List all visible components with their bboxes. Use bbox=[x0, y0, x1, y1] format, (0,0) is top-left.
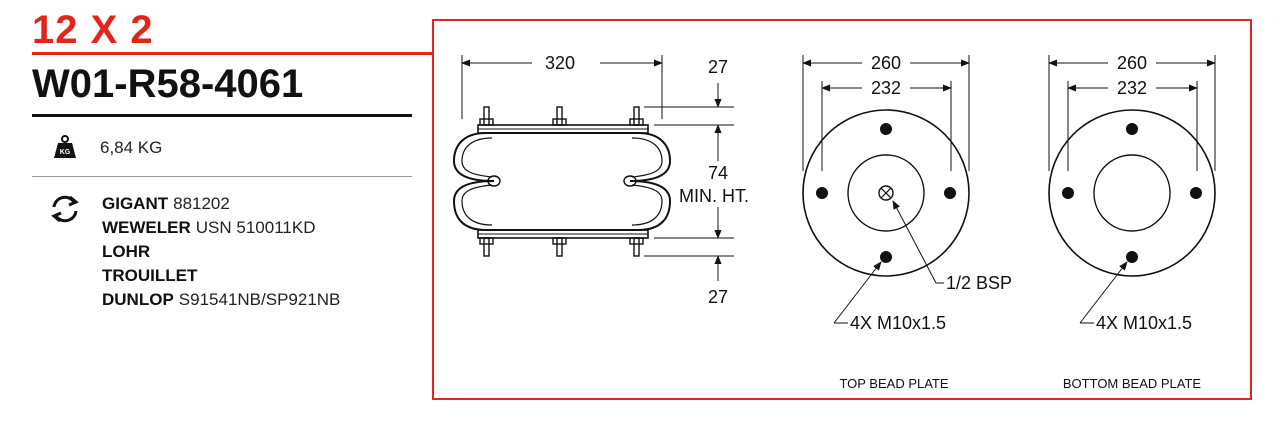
bottom-bolt-holes bbox=[1062, 123, 1202, 263]
kg-badge: KG bbox=[60, 149, 71, 156]
bottom-bolt-circle-label: 232 bbox=[1117, 78, 1147, 98]
top-plate-thickness-label: 27 bbox=[708, 57, 728, 77]
reference-brand: TROUILLET bbox=[102, 266, 198, 285]
height-label: 74 bbox=[708, 163, 728, 183]
reference-code: 881202 bbox=[173, 194, 230, 213]
reference-item: TROUILLET bbox=[102, 264, 422, 288]
top-bolt-spec-label: 4X M10x1.5 bbox=[850, 313, 946, 333]
section-gray-divider bbox=[32, 176, 412, 177]
reference-brand: GIGANT bbox=[102, 194, 169, 213]
top-bead-plate-caption: TOP BEAD PLATE bbox=[839, 376, 948, 391]
bottom-bead-plate-caption: BOTTOM BEAD PLATE bbox=[1063, 376, 1202, 391]
technical-drawing: 320 27 74 MIN. HT. 27 bbox=[452, 53, 1216, 391]
width-label: 320 bbox=[545, 53, 575, 73]
min-height-label: MIN. HT. bbox=[679, 186, 749, 206]
header-black-divider bbox=[32, 114, 412, 117]
reference-item: LOHR bbox=[102, 240, 422, 264]
bottom-bead-plate-view bbox=[1048, 55, 1216, 324]
reference-brand: WEWELER bbox=[102, 218, 191, 237]
bottom-plate-thickness-label: 27 bbox=[708, 287, 728, 307]
air-spring-side-view bbox=[452, 55, 672, 257]
header-red-divider bbox=[32, 52, 434, 55]
top-bolt-circle-label: 232 bbox=[871, 78, 901, 98]
reference-code: USN 510011KD bbox=[195, 218, 316, 237]
reference-brand: DUNLOP bbox=[102, 290, 174, 309]
height-dimensions bbox=[644, 83, 734, 281]
reference-brand: LOHR bbox=[102, 242, 151, 261]
top-bead-plate-view bbox=[802, 55, 970, 324]
weight-value: 6,84 KG bbox=[100, 138, 163, 157]
part-number-title: W01-R58-4061 bbox=[32, 62, 304, 106]
top-outer-diameter-label: 260 bbox=[871, 53, 901, 73]
weight-row: KG 6,84 KG bbox=[52, 134, 162, 165]
top-port-label: 1/2 BSP bbox=[946, 273, 1012, 293]
kg-weight-icon: KG bbox=[52, 134, 78, 165]
top-bolt-holes bbox=[816, 123, 956, 263]
reference-code: S91541NB/SP921NB bbox=[178, 290, 341, 309]
bottom-outer-diameter-label: 260 bbox=[1117, 53, 1147, 73]
bottom-bolt-spec-label: 4X M10x1.5 bbox=[1096, 313, 1192, 333]
technical-drawing-frame: 320 27 74 MIN. HT. 27 bbox=[432, 19, 1252, 400]
product-size-title: 12 X 2 bbox=[32, 8, 154, 52]
